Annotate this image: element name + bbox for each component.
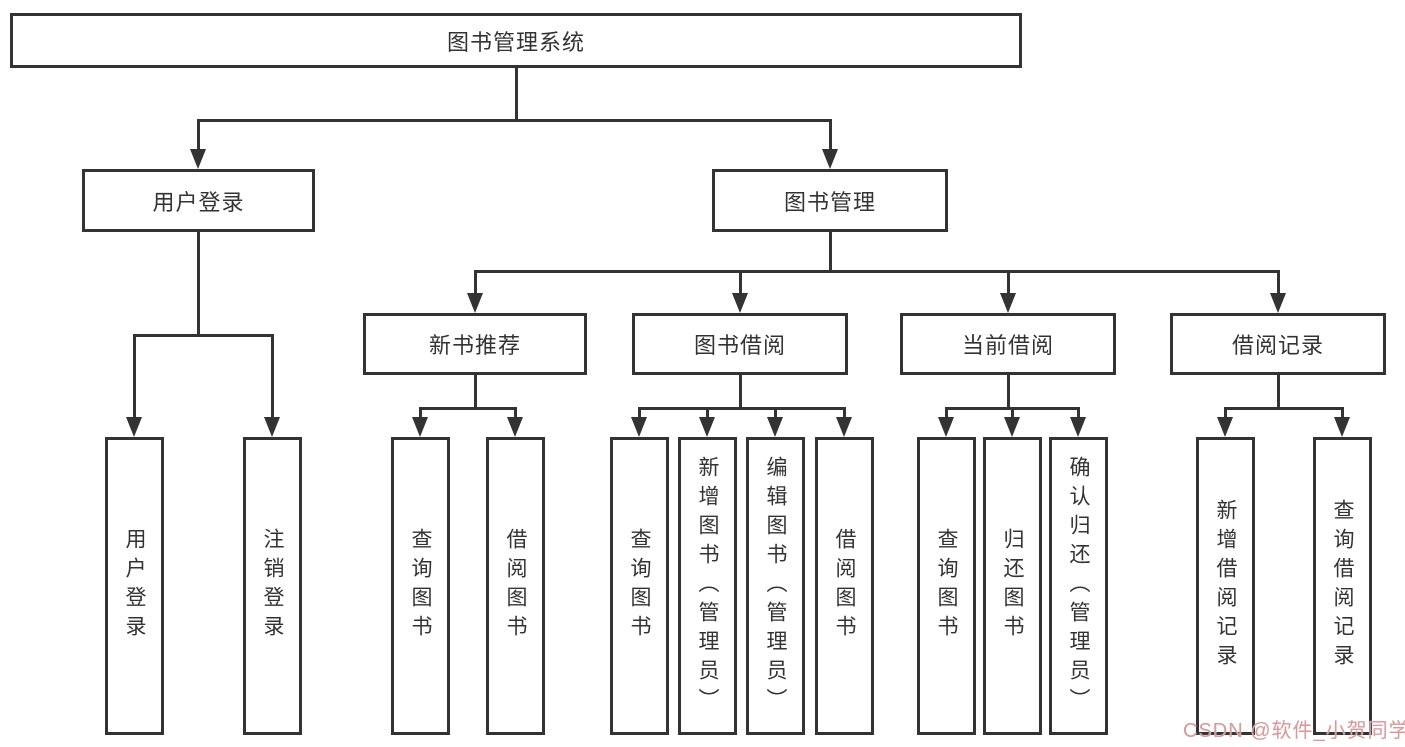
edge-leaf-stem	[945, 407, 948, 419]
leaf-current-return-book: 归还图书	[983, 437, 1042, 735]
arrow-down-icon	[767, 417, 783, 437]
edge-leaf-stem	[638, 407, 641, 419]
arrow-down-icon	[836, 417, 852, 437]
arrow-down-icon	[822, 149, 838, 169]
leaf-current-confirm-return-label: 确认归还（管理员）	[1067, 455, 1090, 717]
node-book-borrow-label: 图书借阅	[693, 333, 786, 358]
edge-borrow-hline	[638, 407, 845, 410]
leaf-borrow-add-book: 新增图书（管理员）	[678, 437, 737, 735]
leaf-current-query-book-label: 查询图书	[935, 528, 958, 644]
leaf-current-query-book: 查询图书	[917, 437, 976, 735]
arrow-down-icon	[467, 293, 483, 313]
arrow-down-icon	[412, 417, 428, 437]
arrow-down-icon	[1070, 417, 1086, 437]
edge-level3-hline	[474, 270, 1280, 273]
arrow-down-icon	[1004, 417, 1020, 437]
arrow-down-icon	[1270, 293, 1286, 313]
edge-level3-stem	[1277, 270, 1280, 295]
leaf-recommend-borrow-book: 借阅图书	[486, 437, 545, 735]
leaf-current-return-book-label: 归还图书	[1001, 528, 1024, 644]
leaf-borrow-query-book: 查询图书	[610, 437, 669, 735]
arrow-down-icon	[1000, 293, 1016, 313]
node-current-borrow: 当前借阅	[900, 313, 1116, 375]
node-root-label: 图书管理系统	[446, 29, 585, 55]
csdn-watermark: CSDN @软件_小贺同学	[1183, 720, 1405, 742]
leaf-borrow-edit-book: 编辑图书（管理员）	[746, 437, 805, 735]
node-current-borrow-label: 当前借阅	[961, 333, 1054, 358]
leaf-borrow-borrow-book: 借阅图书	[815, 437, 874, 735]
arrow-down-icon	[1334, 417, 1350, 437]
edge-borrow-feed	[739, 374, 742, 409]
edge-book-mgmt-stem	[829, 119, 832, 151]
arrow-down-icon	[190, 149, 206, 169]
edge-level3-stem	[1007, 270, 1010, 295]
edge-level3-stem	[474, 270, 477, 295]
leaf-record-add-label: 新增借阅记录	[1214, 499, 1237, 673]
edge-record-feed	[1277, 374, 1280, 409]
edge-leaf-stem	[774, 407, 777, 419]
node-borrow-record: 借阅记录	[1170, 313, 1386, 375]
leaf-user-login: 用户登录	[105, 437, 164, 735]
leaf-record-query-label: 查询借阅记录	[1331, 499, 1354, 673]
edge-leaf-stem	[1341, 407, 1344, 419]
arrow-down-icon	[699, 417, 715, 437]
edge-root-stem	[515, 68, 518, 121]
edge-leaf-stem	[1011, 407, 1014, 419]
leaf-recommend-query-book-label: 查询图书	[409, 528, 432, 644]
edge-leaf-stem	[1077, 407, 1080, 419]
node-root: 图书管理系统	[10, 13, 1022, 68]
edge-leaf-stem	[419, 407, 422, 419]
arrow-down-icon	[732, 293, 748, 313]
arrow-down-icon	[1217, 417, 1233, 437]
leaf-recommend-borrow-book-label: 借阅图书	[504, 528, 527, 644]
leaf-current-confirm-return: 确认归还（管理员）	[1049, 437, 1108, 735]
edge-recommend-hline	[419, 407, 517, 410]
edge-record-hline	[1224, 407, 1343, 410]
leaf-borrow-query-book-label: 查询图书	[628, 528, 651, 644]
leaf-borrow-add-book-label: 新增图书（管理员）	[696, 455, 719, 717]
edge-user-login-stem	[197, 119, 200, 151]
edge-leaf-stem	[706, 407, 709, 419]
arrow-down-icon	[938, 417, 954, 437]
edge-login-hline	[133, 334, 273, 337]
edge-level3-stem	[739, 270, 742, 295]
arrow-down-icon	[507, 417, 523, 437]
leaf-borrow-edit-book-label: 编辑图书（管理员）	[764, 455, 787, 717]
leaf-recommend-query-book: 查询图书	[391, 437, 450, 735]
leaf-user-login-label: 用户登录	[123, 528, 146, 644]
edge-leaf-stem	[271, 334, 274, 418]
leaf-logout: 注销登录	[243, 437, 302, 735]
edge-recommend-feed	[474, 374, 477, 409]
node-new-book-recommend-label: 新书推荐	[428, 333, 521, 358]
edge-book-mgmt-feed	[829, 231, 832, 272]
node-new-book-recommend: 新书推荐	[363, 313, 587, 375]
node-borrow-record-label: 借阅记录	[1231, 333, 1324, 358]
edge-leaf-stem	[1224, 407, 1227, 419]
edge-current-feed	[1007, 374, 1010, 409]
edge-level2-hline	[197, 119, 831, 122]
edge-leaf-stem	[843, 407, 846, 419]
leaf-borrow-borrow-book-label: 借阅图书	[833, 528, 856, 644]
node-book-management-label: 图书管理	[783, 189, 876, 215]
leaf-record-add: 新增借阅记录	[1196, 437, 1255, 735]
node-user-login-label: 用户登录	[152, 189, 245, 215]
node-user-login: 用户登录	[82, 169, 315, 232]
arrow-down-icon	[126, 417, 142, 437]
leaf-record-query: 查询借阅记录	[1313, 437, 1372, 735]
edge-login-feed	[197, 231, 200, 336]
edge-leaf-stem	[133, 334, 136, 418]
edge-leaf-stem	[514, 407, 517, 419]
node-book-management: 图书管理	[712, 169, 948, 232]
leaf-logout-label: 注销登录	[261, 528, 284, 644]
arrow-down-icon	[264, 417, 280, 437]
arrow-down-icon	[631, 417, 647, 437]
node-book-borrow: 图书借阅	[632, 313, 848, 375]
